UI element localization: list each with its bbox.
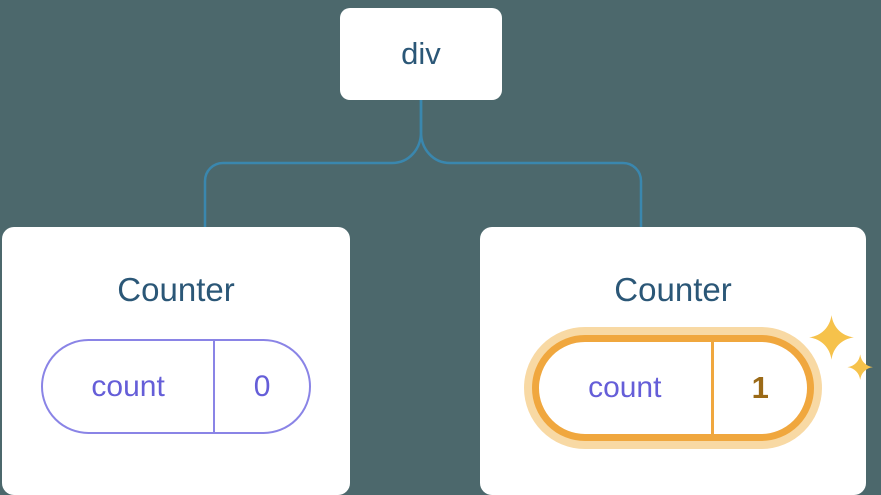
root-node-label: div: [401, 36, 441, 71]
sparkle-star-small: [847, 354, 873, 380]
counter-card-right: Counter count 1: [480, 227, 866, 495]
state-pill: count 0: [41, 339, 311, 434]
connector-right-branch: [419, 100, 643, 227]
sparkle-star-large: [809, 315, 854, 360]
counter-card-left: Counter count 0: [2, 227, 350, 495]
state-key-label: count: [43, 341, 216, 432]
counter-title: Counter: [614, 271, 732, 308]
root-node-div: div: [340, 8, 502, 100]
connector-left-branch: [203, 100, 423, 227]
state-value: 1: [751, 370, 769, 405]
counter-title: Counter: [117, 271, 235, 308]
state-pill-highlighted: count 1: [532, 335, 814, 441]
sparkle-icon: [809, 315, 873, 380]
state-key-label: count: [539, 342, 714, 434]
state-value: 0: [253, 369, 271, 403]
